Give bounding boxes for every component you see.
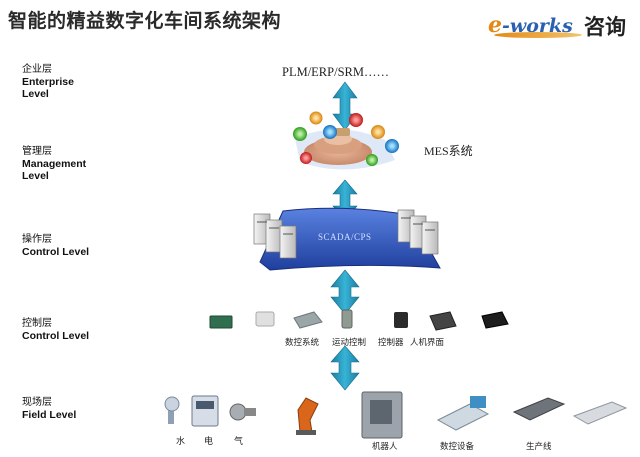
arrow-operation-control: [330, 269, 360, 315]
control-label-controller: 控制器: [378, 338, 404, 348]
page-title: 智能的精益数字化车间系统架构: [8, 10, 282, 32]
mes-system-label: MES系统: [424, 144, 473, 158]
field-label-production-line: 生产线: [526, 442, 552, 452]
logo-cn-text: 咨询: [584, 15, 626, 39]
control-device-icons: [209, 309, 509, 331]
field-label-cnc-equipment: 数控设备: [440, 442, 475, 452]
server-icon-right: [397, 209, 439, 255]
arrow-control-field: [330, 345, 360, 391]
field-label-gas: 气: [234, 437, 244, 447]
control-label-motion-control: 运动控制: [332, 338, 367, 348]
logo-brand: e-works: [488, 12, 573, 38]
field-label-water: 水: [176, 437, 186, 447]
field-label-electricity: 电: [204, 437, 214, 447]
eworks-logo: e-works 咨询: [488, 10, 634, 40]
enterprise-systems-label: PLM/ERP/SRM……: [282, 65, 389, 79]
logo-swoosh: [494, 32, 582, 38]
control-label-cnc-system: 数控系统: [285, 338, 320, 348]
field-label-robot: 机器人: [372, 442, 398, 452]
server-icon-left: [253, 213, 297, 259]
field-device-icons: [164, 391, 628, 439]
control-label-hmi: 人机界面: [410, 338, 445, 348]
mes-cluster-icon: [293, 111, 399, 170]
scada-label: SCADA/CPS: [318, 232, 372, 242]
scada-platform: [259, 207, 441, 271]
